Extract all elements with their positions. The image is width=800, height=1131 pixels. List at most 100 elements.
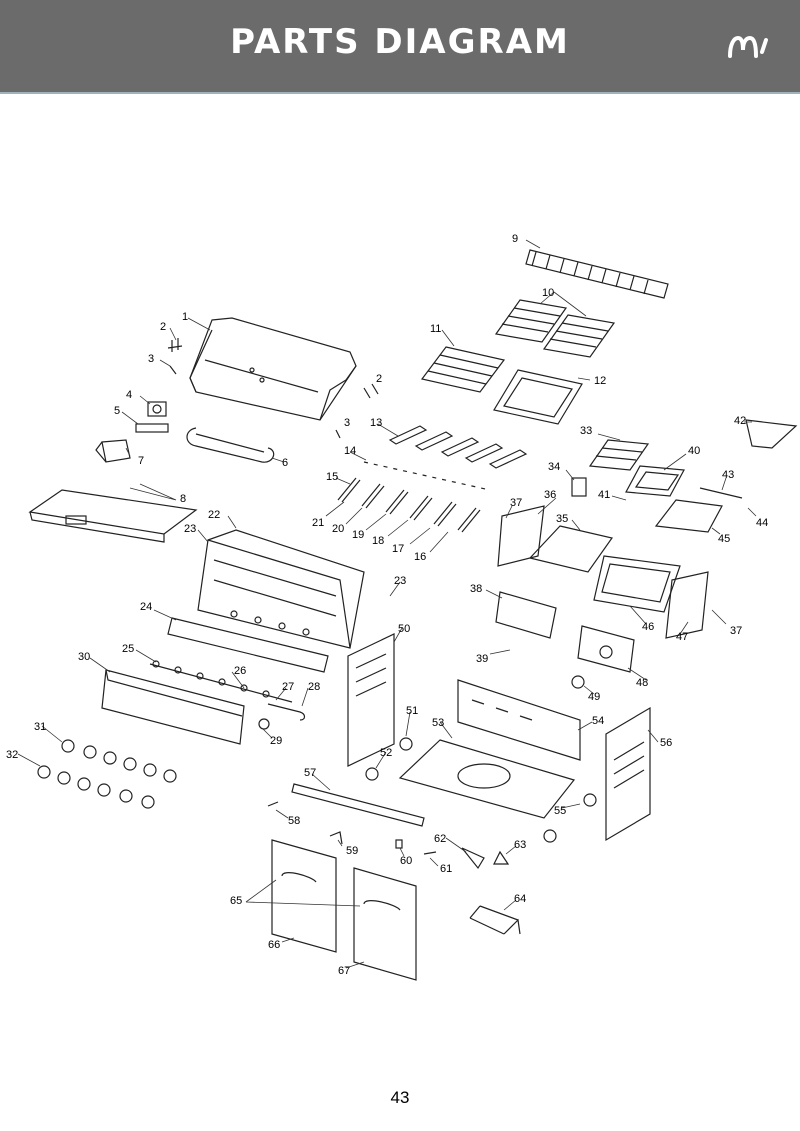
part-tank-holder	[469, 905, 521, 935]
callout-24: 24	[140, 601, 152, 613]
callout-12: 12	[594, 375, 606, 387]
part-side-panel	[495, 591, 557, 639]
part-brackets-small	[461, 847, 510, 870]
callout-30: 30	[78, 651, 90, 663]
part-hinge	[329, 831, 343, 845]
callout-37a: 37	[510, 497, 522, 509]
callout-11: 11	[430, 323, 441, 335]
callout-66: 66	[268, 939, 280, 951]
part-control-knobs	[37, 739, 177, 809]
callout-2b: 2	[376, 373, 382, 385]
callout-31: 31	[34, 721, 46, 733]
part-manifold	[149, 660, 293, 703]
part-bottom-tray	[398, 739, 576, 819]
callout-56: 56	[660, 737, 672, 749]
callout-32: 32	[6, 749, 18, 761]
part-control-panel	[101, 669, 245, 745]
callout-25: 25	[122, 643, 134, 655]
part-screws	[167, 338, 379, 439]
callout-28: 28	[308, 681, 320, 693]
callout-6: 6	[282, 457, 288, 469]
callout-47: 47	[676, 631, 688, 643]
callout-42: 42	[734, 415, 746, 427]
callout-61: 61	[440, 863, 452, 875]
part-flame-tamers	[388, 425, 528, 469]
callout-46: 46	[642, 621, 654, 633]
callout-55: 55	[554, 805, 566, 817]
part-frame	[493, 369, 583, 425]
callout-20: 20	[332, 523, 344, 535]
part-side-burner	[625, 465, 685, 497]
part-bracket-right	[665, 571, 709, 639]
callout-57: 57	[304, 767, 316, 779]
callout-labels: 1 2 2 3 3 4 5 6 7 8 9 10 11 12 13 14 15 …	[6, 233, 768, 977]
callout-4: 4	[126, 389, 132, 401]
part-front-rail	[291, 783, 425, 827]
callout-33: 33	[580, 425, 592, 437]
page-header: PARTS DIAGRAM	[0, 0, 800, 94]
part-shelf-trim	[745, 419, 798, 449]
callout-60: 60	[400, 855, 412, 867]
callout-18: 18	[372, 535, 384, 547]
callout-7: 7	[138, 455, 144, 467]
callout-45: 45	[718, 533, 730, 545]
callout-1: 1	[182, 311, 188, 323]
part-regulator	[258, 718, 270, 730]
part-regulator-hose	[267, 703, 306, 721]
callout-27: 27	[282, 681, 294, 693]
part-cast-grate	[420, 346, 506, 393]
callout-14: 14	[344, 445, 356, 457]
part-side-shelf-left	[528, 525, 614, 573]
part-pin	[395, 839, 403, 849]
part-lid-handle	[186, 427, 275, 463]
part-doors	[271, 839, 417, 981]
callout-34: 34	[548, 461, 560, 473]
leader-lines	[17, 239, 757, 969]
callout-44: 44	[756, 517, 768, 529]
callout-23b: 23	[394, 575, 406, 587]
callout-16: 16	[414, 551, 426, 563]
part-lid	[189, 317, 357, 421]
part-catch	[423, 851, 437, 855]
callout-41: 41	[598, 489, 610, 501]
callout-40: 40	[688, 445, 700, 457]
callout-53: 53	[432, 717, 444, 729]
part-drip-tray	[28, 489, 198, 543]
callout-9: 9	[512, 233, 518, 245]
part-bracket	[497, 505, 545, 567]
part-side-knob	[571, 675, 585, 689]
callout-43: 43	[722, 469, 734, 481]
part-side-grate	[588, 439, 650, 471]
callout-64: 64	[514, 893, 526, 905]
part-cabinet-left	[347, 633, 395, 767]
callout-63: 63	[514, 839, 526, 851]
callout-49: 49	[588, 691, 600, 703]
callout-19: 19	[352, 529, 364, 541]
callout-13: 13	[370, 417, 382, 429]
callout-36: 36	[544, 489, 556, 501]
callout-21: 21	[312, 517, 324, 529]
callout-54: 54	[592, 715, 604, 727]
part-thermometer	[147, 401, 167, 417]
part-side-control	[577, 625, 635, 673]
callout-15: 15	[326, 471, 338, 483]
callout-17: 17	[392, 543, 404, 555]
part-cooking-grates	[494, 299, 616, 358]
callout-39: 39	[476, 653, 488, 665]
brand-logo-icon	[728, 35, 768, 58]
part-heat-shield	[167, 617, 329, 673]
part-burners	[337, 477, 481, 533]
part-back-panel	[457, 679, 581, 761]
callout-38: 38	[470, 583, 482, 595]
callout-51: 51	[406, 705, 418, 717]
callout-29: 29	[270, 735, 282, 747]
callout-3a: 3	[148, 353, 154, 365]
part-grease-cup	[95, 439, 131, 463]
callout-10: 10	[542, 287, 554, 299]
callout-3b: 3	[344, 417, 350, 429]
part-bar	[699, 487, 743, 499]
callout-52: 52	[380, 747, 392, 759]
callout-65: 65	[230, 895, 242, 907]
part-bezel	[135, 423, 169, 433]
